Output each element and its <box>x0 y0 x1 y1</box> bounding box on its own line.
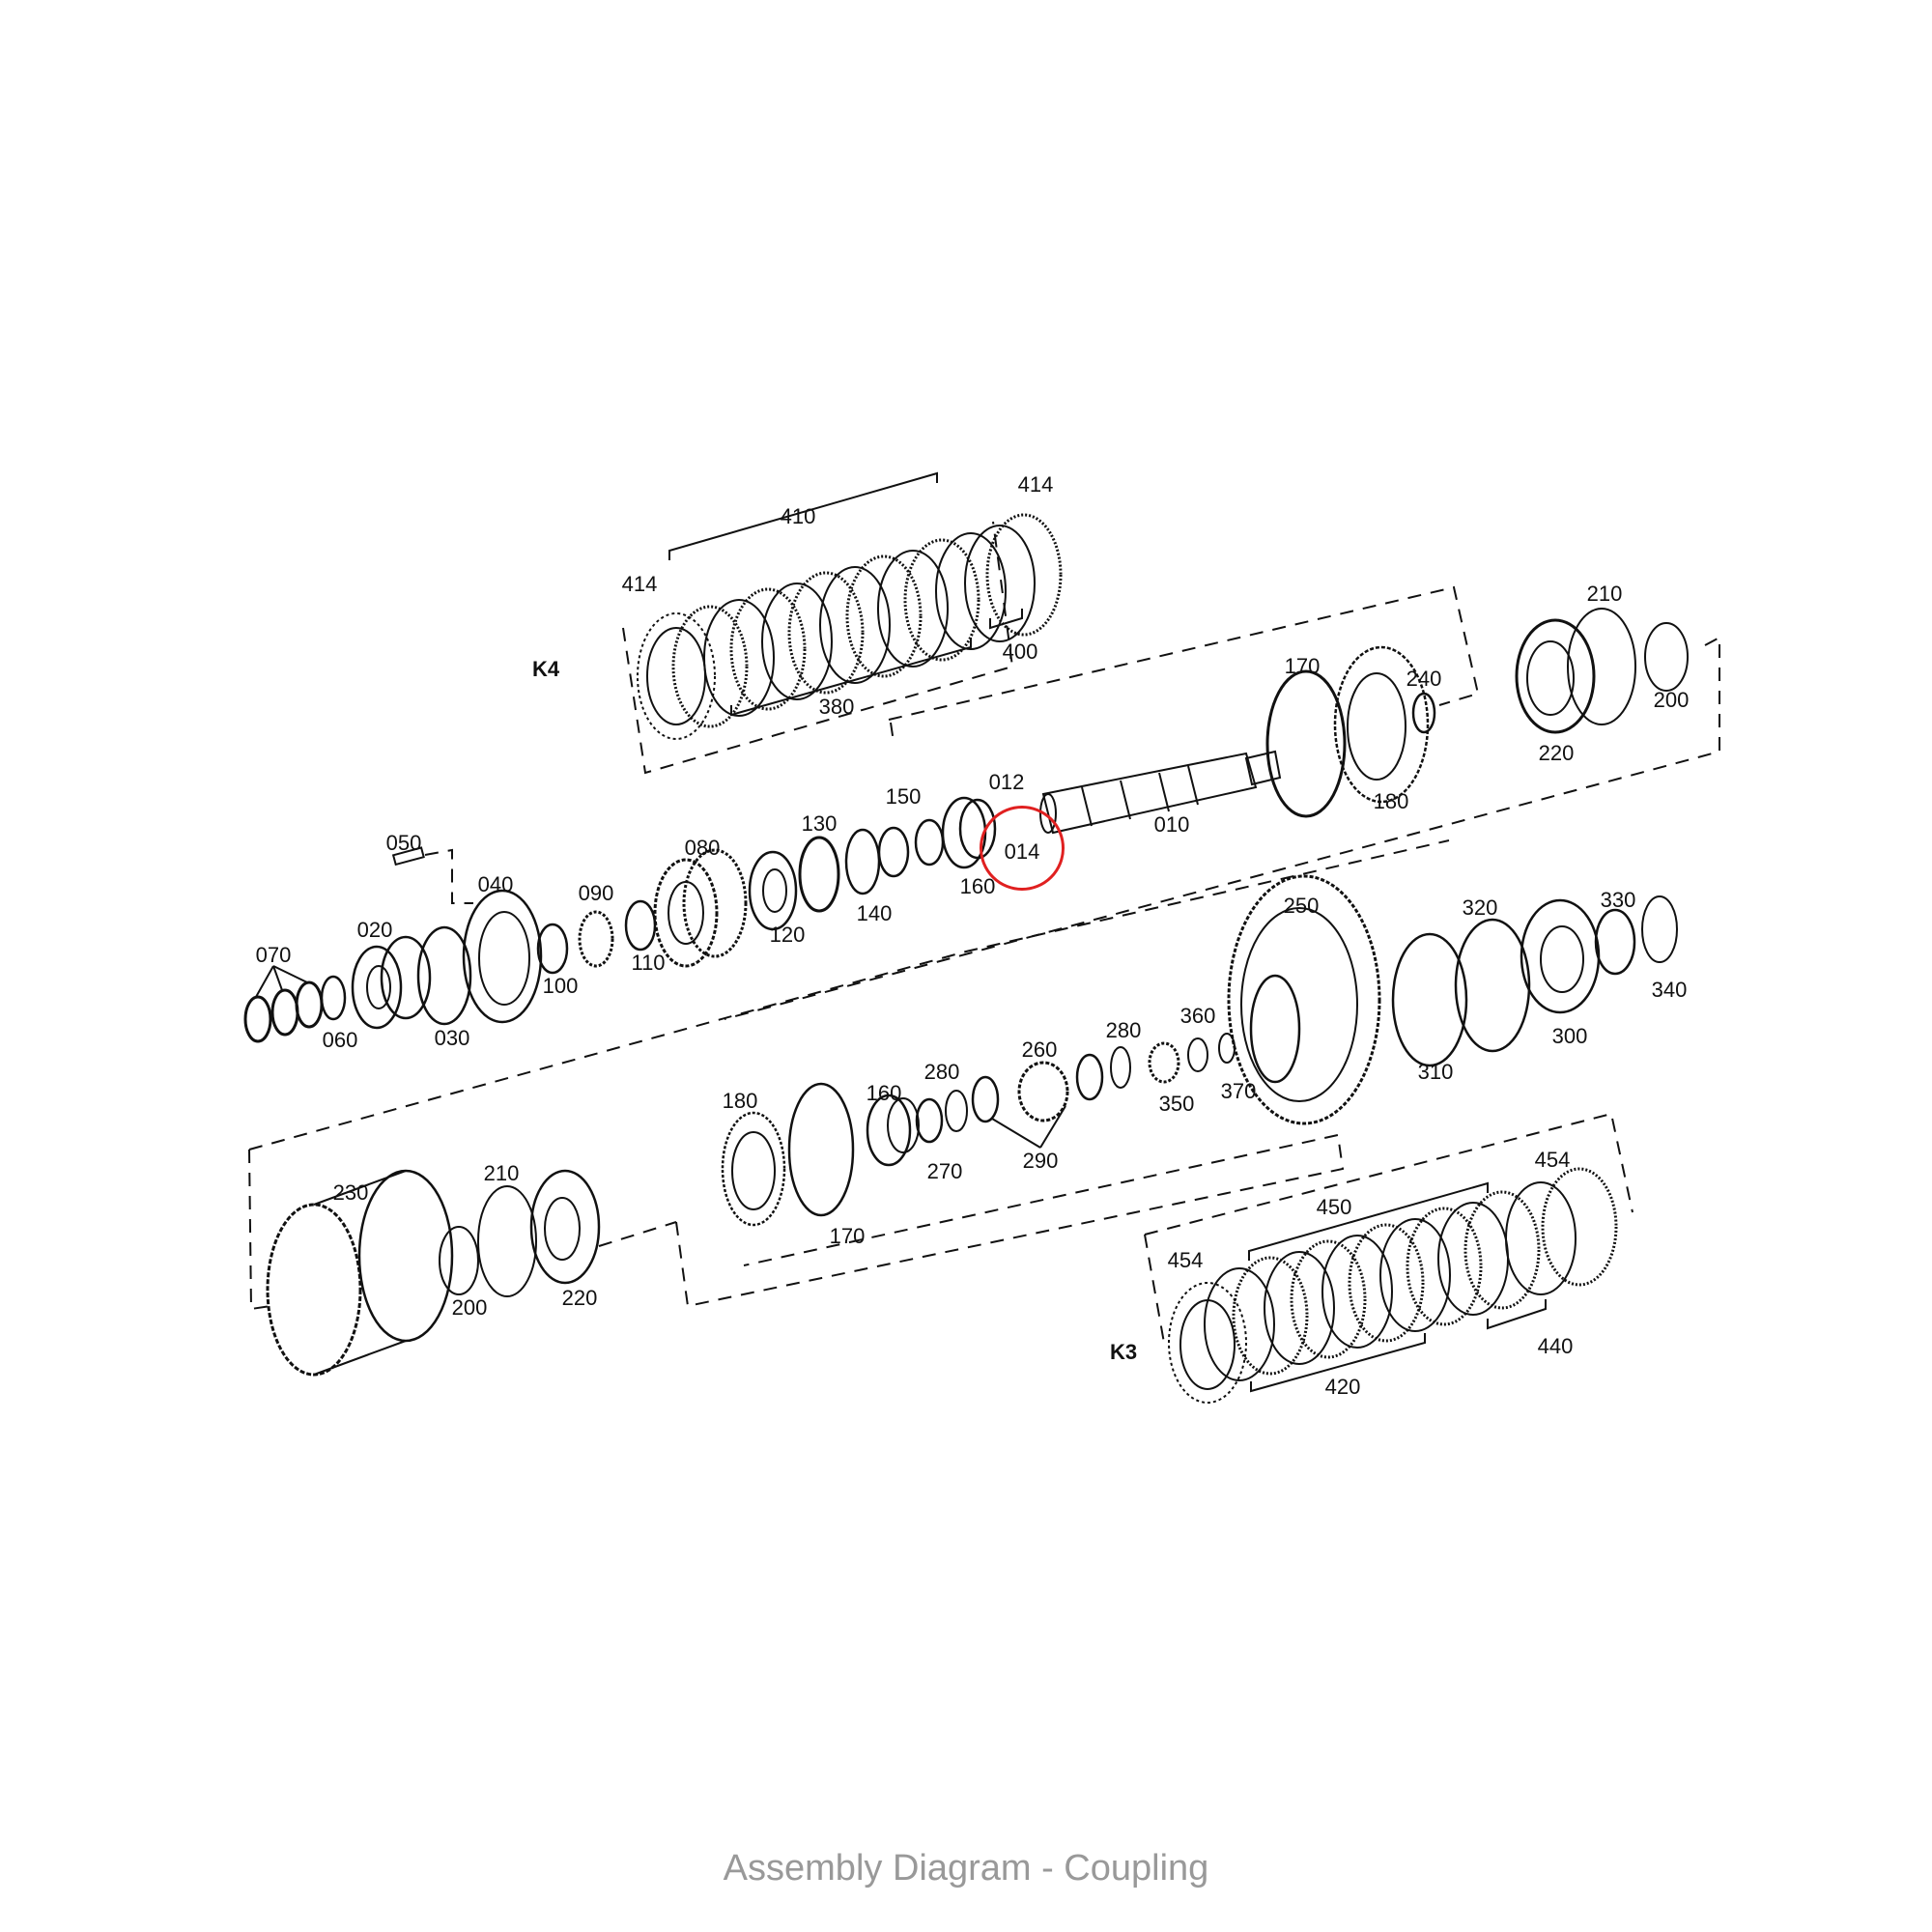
callout-150[interactable]: 150 <box>885 784 922 809</box>
k3-clutch-pack <box>1168 1167 1618 1404</box>
upper-right-parts <box>1265 608 1689 818</box>
callout-130[interactable]: 130 <box>801 811 838 836</box>
callout-450[interactable]: 450 <box>1316 1195 1352 1219</box>
callout-250[interactable]: 250 <box>1283 894 1320 918</box>
callout-010[interactable]: 010 <box>1153 812 1190 837</box>
callout-380[interactable]: 380 <box>818 695 855 719</box>
callout-220[interactable]: 220 <box>561 1286 598 1310</box>
callout-360[interactable]: 360 <box>1179 1004 1216 1028</box>
callout-410[interactable]: 410 <box>780 504 816 528</box>
callout-414[interactable]: 414 <box>1017 472 1054 497</box>
callout-180[interactable]: 180 <box>1373 789 1409 813</box>
callout-310[interactable]: 310 <box>1417 1060 1454 1084</box>
k4-clutch-pack <box>637 471 1063 740</box>
callout-440[interactable]: 440 <box>1537 1334 1574 1358</box>
callout-200[interactable]: 200 <box>451 1295 488 1320</box>
callout-330[interactable]: 330 <box>1600 888 1636 912</box>
callout-340[interactable]: 340 <box>1651 978 1688 1002</box>
callout-050[interactable]: 050 <box>385 831 422 855</box>
callout-320[interactable]: 320 <box>1462 895 1498 920</box>
callout-012[interactable]: 012 <box>988 770 1025 794</box>
callout-080[interactable]: 080 <box>684 836 721 860</box>
callout-220[interactable]: 220 <box>1538 741 1575 765</box>
callout-280[interactable]: 280 <box>923 1060 960 1084</box>
callout-020[interactable]: 020 <box>356 918 393 942</box>
diagram-caption: Assembly Diagram - Coupling <box>723 1848 1209 1889</box>
callout-040[interactable]: 040 <box>477 872 514 896</box>
callout-270[interactable]: 270 <box>926 1159 963 1183</box>
callout-060[interactable]: 060 <box>322 1028 358 1052</box>
callout-120[interactable]: 120 <box>769 923 806 947</box>
callout-110[interactable]: 110 <box>631 951 666 975</box>
callout-454[interactable]: 454 <box>1534 1148 1571 1172</box>
callout-370[interactable]: 370 <box>1220 1079 1257 1103</box>
callout-140[interactable]: 140 <box>856 901 893 925</box>
callout-090[interactable]: 090 <box>578 881 614 905</box>
callout-100[interactable]: 100 <box>542 974 579 998</box>
callout-290[interactable]: 290 <box>1022 1149 1059 1173</box>
callout-210[interactable]: 210 <box>483 1161 520 1185</box>
callout-180[interactable]: 180 <box>722 1089 758 1113</box>
callout-014[interactable]: 014 <box>1004 839 1040 864</box>
group-label-k4: K4 <box>531 657 560 681</box>
group-label-k3: K3 <box>1109 1340 1138 1364</box>
callout-160[interactable]: 160 <box>959 874 996 898</box>
callout-414[interactable]: 414 <box>621 572 658 596</box>
callout-200[interactable]: 200 <box>1653 688 1690 712</box>
callout-280[interactable]: 280 <box>1105 1018 1142 1042</box>
callout-454[interactable]: 454 <box>1167 1248 1204 1272</box>
callout-160[interactable]: 160 <box>866 1081 902 1105</box>
lower-middle-parts <box>266 874 1678 1377</box>
callout-260[interactable]: 260 <box>1021 1037 1058 1062</box>
callout-240[interactable]: 240 <box>1406 667 1442 691</box>
dashed-guide-lines <box>248 521 1720 1344</box>
callout-030[interactable]: 030 <box>434 1026 470 1050</box>
highlight-ring-014[interactable] <box>980 806 1065 891</box>
callout-350[interactable]: 350 <box>1158 1092 1195 1116</box>
callout-300[interactable]: 300 <box>1551 1024 1588 1048</box>
callout-170[interactable]: 170 <box>1284 654 1321 678</box>
callout-170[interactable]: 170 <box>829 1224 866 1248</box>
callout-400[interactable]: 400 <box>1002 639 1038 664</box>
callout-230[interactable]: 230 <box>332 1180 369 1205</box>
callout-420[interactable]: 420 <box>1324 1375 1361 1399</box>
callout-070[interactable]: 070 <box>255 943 292 967</box>
callout-210[interactable]: 210 <box>1586 582 1623 606</box>
